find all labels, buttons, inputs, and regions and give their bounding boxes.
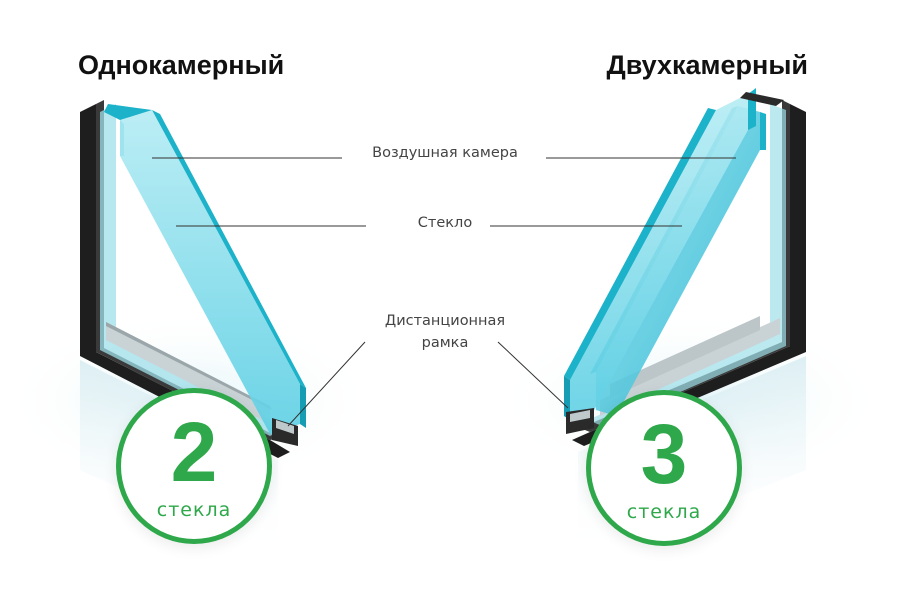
glass-count-badge-left: 2 стекла [116,388,272,544]
callout-spacer-line1: Дистанционная [384,313,506,329]
leader-lines [152,157,736,427]
callout-spacer-frame: Дистанционная рамка [345,310,545,354]
title-single-chamber: Однокамерный [78,50,285,80]
leader-spacer-right [497,341,569,409]
callout-spacer-line2: рамка [421,335,469,351]
callout-glass: Стекло [417,215,473,231]
callout-air-chamber: Воздушная камера [372,145,518,161]
glass-count-word: стекла [156,499,232,521]
leader-spacer-left [287,341,366,427]
double-chamber-window-icon [564,88,806,560]
glass-count-number: 2 [170,405,218,499]
glass-count-number: 3 [640,407,688,501]
glass-count-badge-right: 3 стекла [586,390,742,546]
title-double-chamber: Двухкамерный [606,50,809,80]
glass-count-word: стекла [626,501,702,523]
